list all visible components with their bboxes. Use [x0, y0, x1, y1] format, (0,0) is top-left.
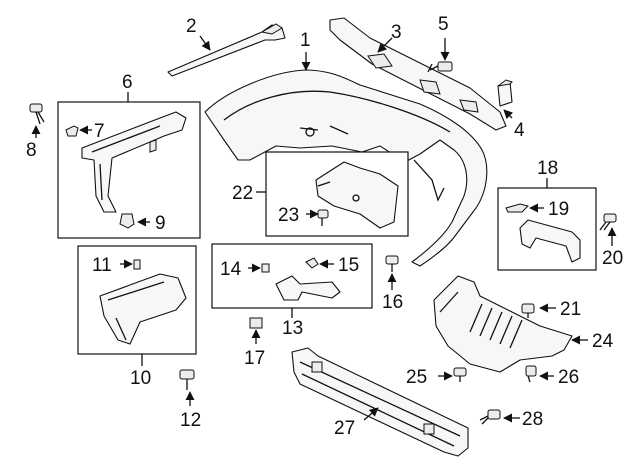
label-12: 12 [180, 410, 201, 431]
part-13-bracket [275, 275, 341, 301]
label-6: 6 [122, 72, 133, 93]
part-12-bolt [179, 369, 195, 390]
part-18-bracket [519, 219, 581, 263]
part-11-clip [133, 259, 141, 270]
part-20-bolt [599, 213, 617, 231]
label-21: 21 [560, 299, 581, 320]
label-18: 18 [537, 158, 558, 179]
part-5-bolt [427, 61, 453, 73]
part-9-clip [119, 213, 135, 229]
part-8-bolt [29, 103, 45, 125]
part-27-impact-bar [291, 347, 469, 457]
label-9: 9 [155, 213, 166, 234]
label-7: 7 [94, 121, 105, 142]
label-20: 20 [602, 248, 623, 269]
part-23-bolt [317, 209, 329, 226]
label-24: 24 [592, 331, 614, 352]
part-16-bolt [385, 255, 399, 272]
part-26-clip [525, 365, 537, 383]
part-14-clip [261, 263, 270, 273]
label-23: 23 [278, 205, 299, 226]
part-28-bolt [479, 409, 501, 425]
label-14: 14 [220, 259, 242, 280]
part-1-bumper-cover [204, 69, 488, 267]
label-19: 19 [548, 199, 569, 220]
part-10-panel [99, 273, 187, 345]
label-26: 26 [558, 367, 579, 388]
label-8: 8 [26, 140, 37, 161]
part-21-bolt [521, 303, 535, 318]
part-25-clip [453, 367, 467, 382]
label-2: 2 [186, 16, 197, 37]
label-15: 15 [338, 255, 359, 276]
part-2-strip [167, 23, 286, 77]
part-4-clip [497, 79, 513, 107]
label-5: 5 [438, 14, 449, 35]
part-19-clip [505, 203, 529, 213]
label-10: 10 [130, 368, 151, 389]
label-3: 3 [391, 22, 402, 43]
label-22: 22 [232, 183, 253, 204]
label-4: 4 [514, 120, 525, 141]
label-27: 27 [334, 418, 355, 439]
part-24-skid-plate [433, 275, 573, 373]
label-28: 28 [522, 409, 543, 430]
label-13: 13 [282, 318, 303, 339]
label-17: 17 [244, 348, 265, 369]
label-25: 25 [406, 367, 427, 388]
part-17-clip [249, 317, 263, 329]
label-11: 11 [92, 255, 112, 276]
part-6-reinforcement [81, 111, 187, 213]
label-1: 1 [300, 30, 311, 51]
label-16: 16 [382, 292, 403, 313]
part-22-shield [315, 161, 399, 229]
part-7-clip [65, 125, 79, 137]
part-3-bracket [329, 17, 507, 131]
part-15-clip [305, 257, 319, 269]
